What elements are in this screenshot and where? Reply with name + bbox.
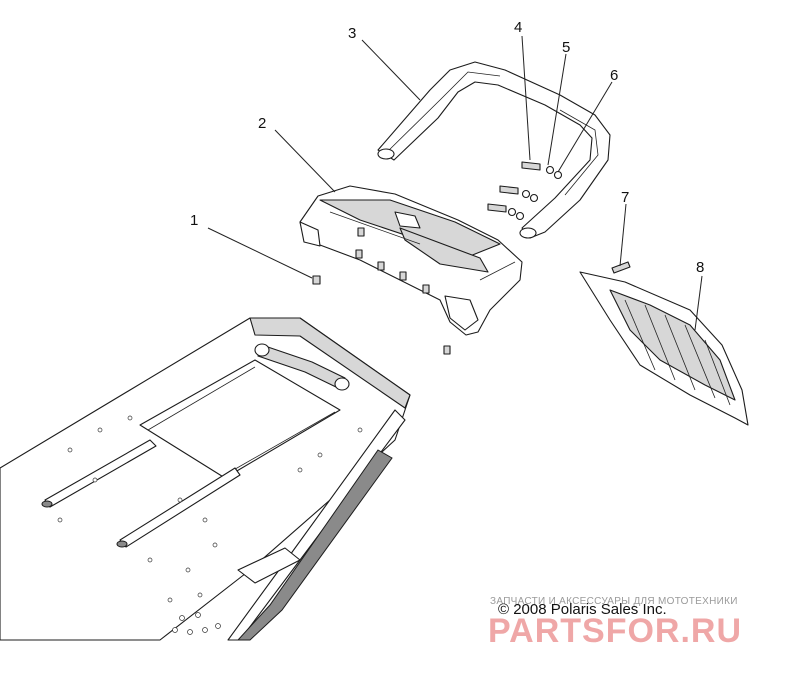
- callout-4: 4: [514, 19, 522, 36]
- part-3-grab-bar: [377, 61, 611, 239]
- watermark-tagline: ЗАПЧАСТИ И АКСЕССУАРЫ ДЛЯ МОТОТЕХНИКИ: [490, 596, 738, 607]
- part-1-fasteners: [312, 227, 451, 355]
- leader-lines: [207, 35, 703, 331]
- part-7-pin: [611, 261, 631, 274]
- callout-7: 7: [621, 189, 629, 206]
- callout-2: 2: [258, 115, 266, 132]
- part-4-5-6-hardware: [487, 161, 563, 221]
- callout-8: 8: [696, 259, 704, 276]
- tunnel-chassis: [0, 317, 411, 641]
- copyright-notice: © 2008 Polaris Sales Inc.: [498, 601, 667, 618]
- callout-3: 3: [348, 25, 356, 42]
- callout-6: 6: [610, 67, 618, 84]
- callout-5: 5: [562, 39, 570, 56]
- watermark-brand: PARTSFOR.RU: [488, 612, 742, 650]
- callout-1: 1: [190, 212, 198, 229]
- part-2-rear-support: [299, 185, 523, 336]
- part-8-snow-flap: [579, 271, 749, 426]
